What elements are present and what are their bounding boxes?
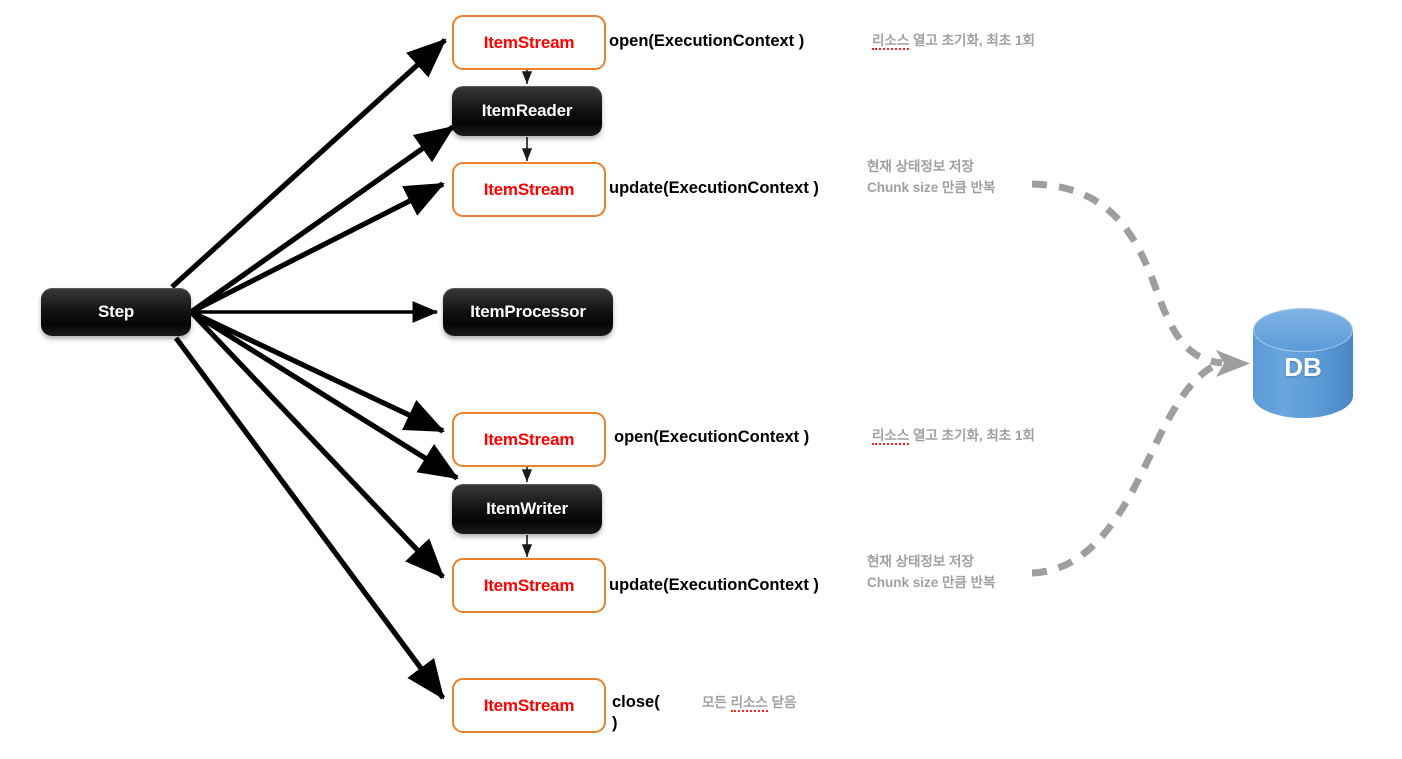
edge-reader-update-to-db (1031, 180, 1223, 367)
note-writer-update: 현재 상태정보 저장 Chunk size 만큼 반복 (867, 552, 995, 594)
node-itemstream-close[interactable]: ItemStream (452, 678, 606, 733)
note-close-pre: 모든 (702, 695, 731, 710)
method-label-reader-open: open(ExecutionContext ) (609, 32, 805, 50)
database-cylinder-top (1253, 308, 1353, 352)
db-arrowhead (1216, 350, 1250, 377)
step-fanout-edges (170, 38, 459, 700)
edge-step-to-stream-writer-open (189, 309, 445, 434)
edge-step-to-item-writer (189, 309, 459, 481)
note-close: 모든 리소스 닫음 (702, 693, 796, 714)
note-writer-update-line2: Chunk size 만큼 반복 (867, 574, 996, 590)
method-label-close: close( ) (612, 693, 660, 732)
node-itemstream-writer-open[interactable]: ItemStream (452, 412, 606, 467)
node-step[interactable]: Step (41, 288, 191, 336)
node-item-processor[interactable]: ItemProcessor (443, 288, 613, 336)
node-itemstream-reader-open-label: ItemStream (483, 32, 575, 52)
note-close-spellword: 리소스 (730, 695, 768, 712)
edge-step-to-stream-reader-update (189, 181, 445, 315)
note-reader-update: 현재 상태정보 저장 Chunk size 만큼 반복 (867, 157, 995, 199)
note-reader-open-rest: 열고 초기화, 최초 1회 (909, 33, 1035, 48)
node-itemstream-reader-update[interactable]: ItemStream (452, 162, 606, 217)
edge-writer-update-to-db (1031, 359, 1224, 577)
node-database-label: DB (1284, 352, 1322, 382)
method-label-writer-open: open(ExecutionContext ) (614, 428, 810, 446)
node-item-reader-label: ItemReader (481, 101, 573, 120)
edge-step-to-stream-writer-update (189, 310, 445, 579)
node-item-writer[interactable]: ItemWriter (452, 484, 602, 534)
edge-step-to-item-reader (189, 124, 455, 315)
node-itemstream-writer-update-label: ItemStream (483, 575, 575, 595)
note-writer-open: 리소스 열고 초기화, 최초 1회 (872, 426, 1035, 447)
method-label-writer-update: update(ExecutionContext ) (609, 576, 819, 594)
note-reader-update-line1: 현재 상태정보 저장 (867, 159, 974, 174)
edge-step-to-stream-reader-open (170, 38, 447, 289)
note-reader-open-spellword: 리소스 (872, 33, 910, 50)
node-itemstream-reader-open[interactable]: ItemStream (452, 15, 606, 70)
node-item-processor-label: ItemProcessor (470, 302, 586, 321)
node-item-reader[interactable]: ItemReader (452, 86, 602, 136)
note-close-rest: 닫음 (767, 695, 797, 710)
edge-step-to-stream-close (173, 336, 446, 700)
node-itemstream-reader-update-label: ItemStream (483, 179, 575, 199)
note-writer-open-rest: 열고 초기화, 최초 1회 (909, 428, 1035, 443)
note-reader-update-line2: Chunk size 만큼 반복 (867, 179, 996, 195)
node-database[interactable]: DB (1253, 308, 1353, 418)
node-itemstream-writer-open-label: ItemStream (483, 429, 575, 449)
node-itemstream-close-label: ItemStream (483, 695, 575, 715)
note-writer-update-line1: 현재 상태정보 저장 (867, 554, 974, 569)
note-reader-open: 리소스 열고 초기화, 최초 1회 (872, 31, 1035, 52)
method-label-reader-update: update(ExecutionContext ) (609, 179, 819, 197)
db-dashed-edges (1031, 180, 1224, 577)
note-writer-open-spellword: 리소스 (872, 428, 910, 445)
node-itemstream-writer-update[interactable]: ItemStream (452, 558, 606, 613)
node-item-writer-label: ItemWriter (486, 499, 568, 518)
node-step-label: Step (97, 302, 135, 321)
